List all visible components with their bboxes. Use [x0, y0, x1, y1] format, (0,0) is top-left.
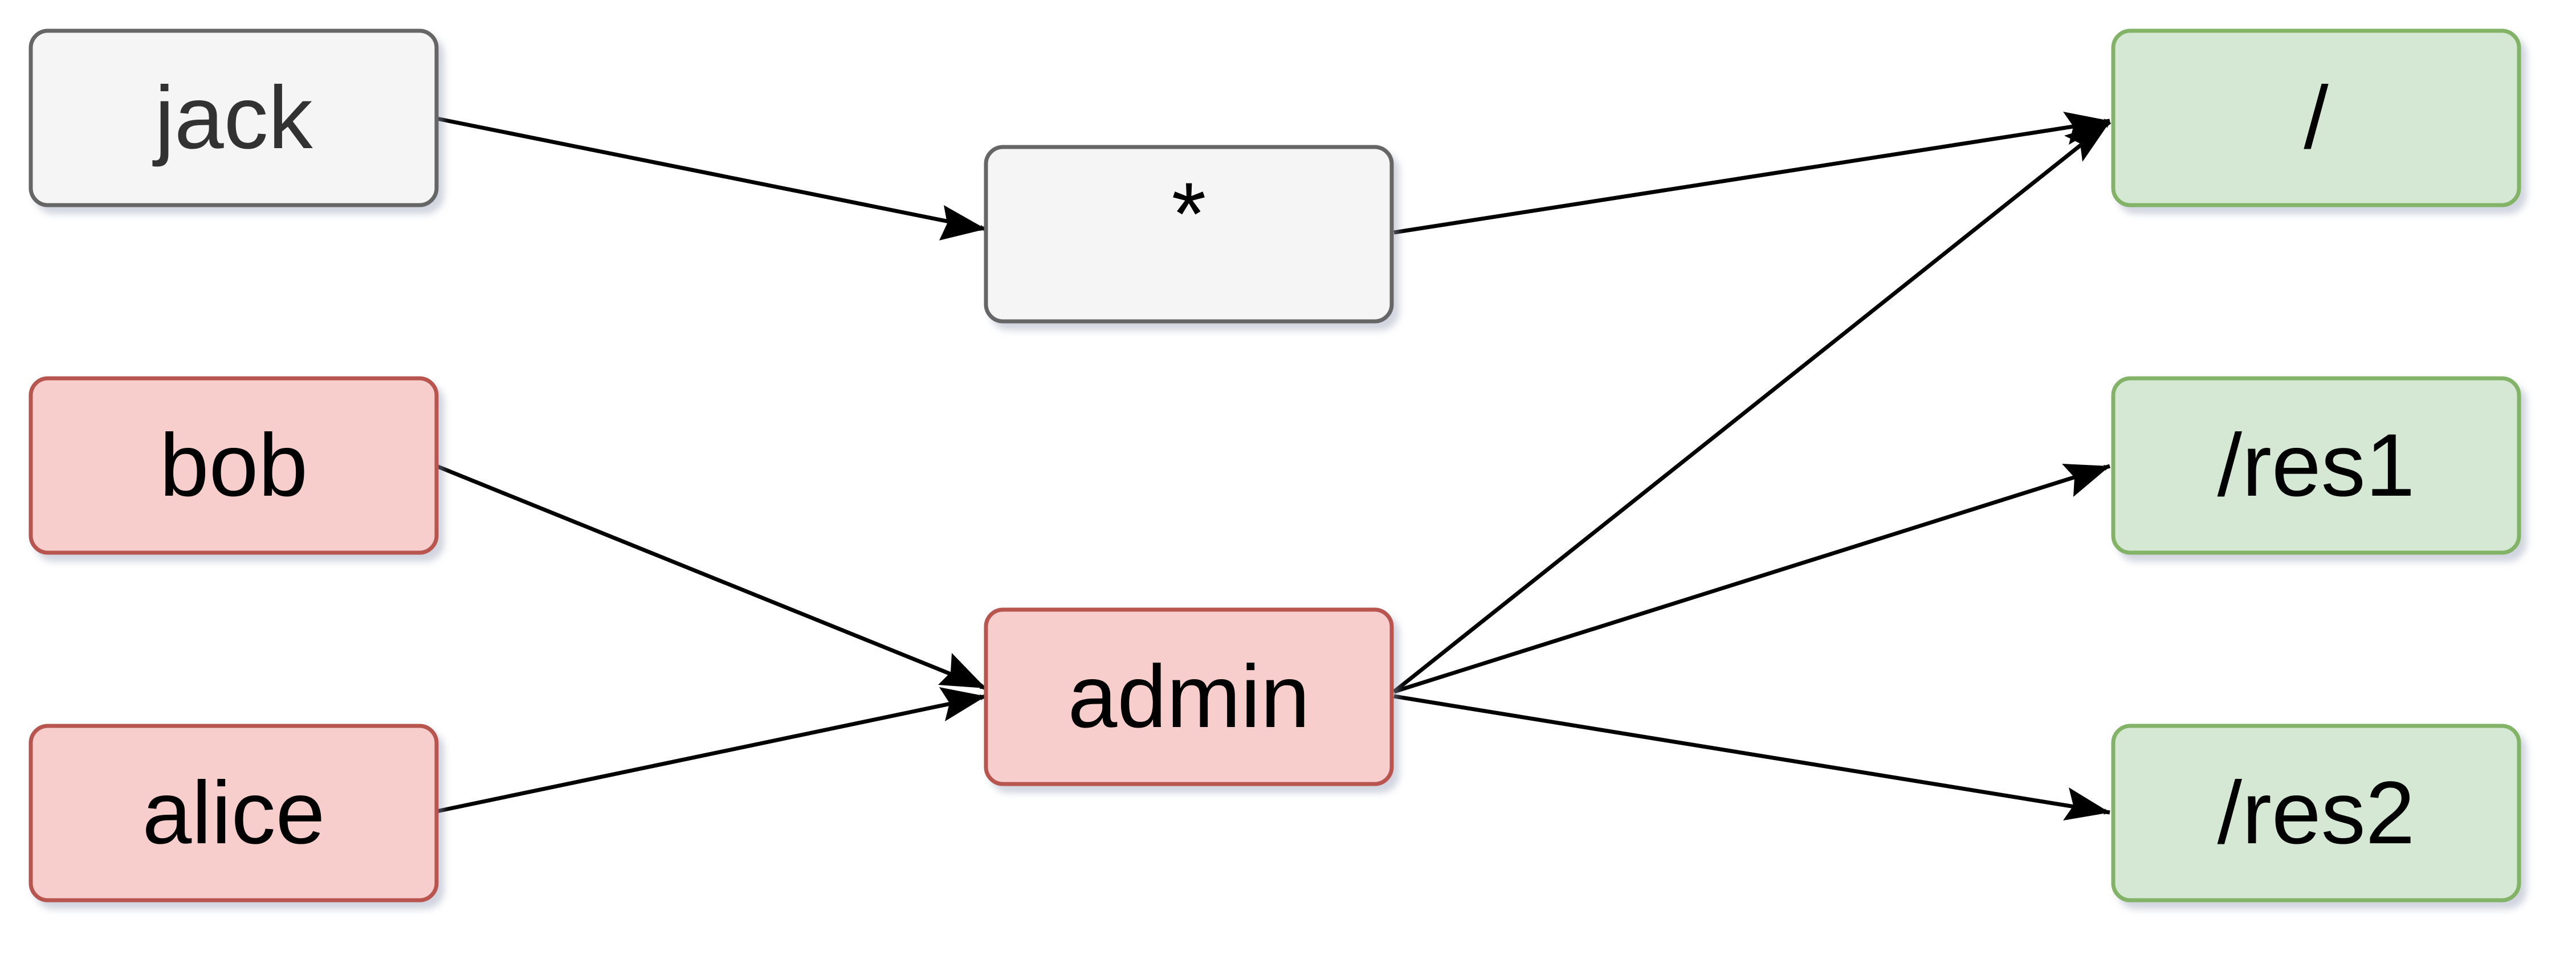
- node-admin-box: [984, 607, 1394, 786]
- edge-admin-to-res1: [1393, 464, 2111, 694]
- node-res2-box: [2111, 724, 2521, 903]
- arrowhead-res1-from-admin: [2062, 464, 2110, 497]
- node-bob-label: bob: [160, 416, 308, 515]
- edge-wildcard-to-root: [1393, 119, 2110, 235]
- node-admin: admin: [984, 607, 1394, 786]
- node-jack: jack: [28, 28, 439, 207]
- node-wildcard: *: [984, 145, 1394, 324]
- node-root-box: [2111, 28, 2521, 207]
- node-wildcard-box: [984, 145, 1394, 324]
- edge-bob-to-admin: [435, 464, 987, 691]
- node-jack-box: [28, 28, 439, 207]
- node-jack-label: jack: [152, 68, 313, 168]
- edge-alice-to-admin: [436, 694, 987, 814]
- node-bob-box: [28, 376, 439, 555]
- node-root: /: [2111, 28, 2521, 207]
- node-bob: bob: [28, 376, 439, 555]
- node-res2: /res2: [2111, 724, 2521, 903]
- node-res1: /res1: [2111, 376, 2521, 555]
- node-wildcard-label: *: [1172, 165, 1207, 264]
- edges: [435, 116, 2112, 815]
- edge-jack-to-wildcard: [436, 116, 987, 231]
- node-root-label: /: [2304, 68, 2329, 168]
- arrowhead-admin-from-alice: [939, 687, 986, 721]
- node-admin-label: admin: [1068, 647, 1310, 746]
- arrowhead-res2-from-admin: [2063, 787, 2110, 820]
- arrowheads: [938, 112, 2110, 820]
- node-res1-box: [2111, 376, 2521, 555]
- node-res1-label: /res1: [2218, 416, 2415, 515]
- node-alice-box: [28, 724, 439, 903]
- node-alice: alice: [28, 724, 439, 903]
- arrowhead-wildcard: [939, 205, 986, 240]
- node-alice-label: alice: [142, 763, 325, 863]
- edge-admin-to-root: [1392, 120, 2112, 693]
- arrowhead-admin-from-bob: [938, 653, 986, 688]
- node-res2-label: /res2: [2218, 763, 2415, 863]
- arrowhead-root-from-admin: [2064, 122, 2110, 162]
- edge-admin-to-res2: [1393, 694, 2110, 815]
